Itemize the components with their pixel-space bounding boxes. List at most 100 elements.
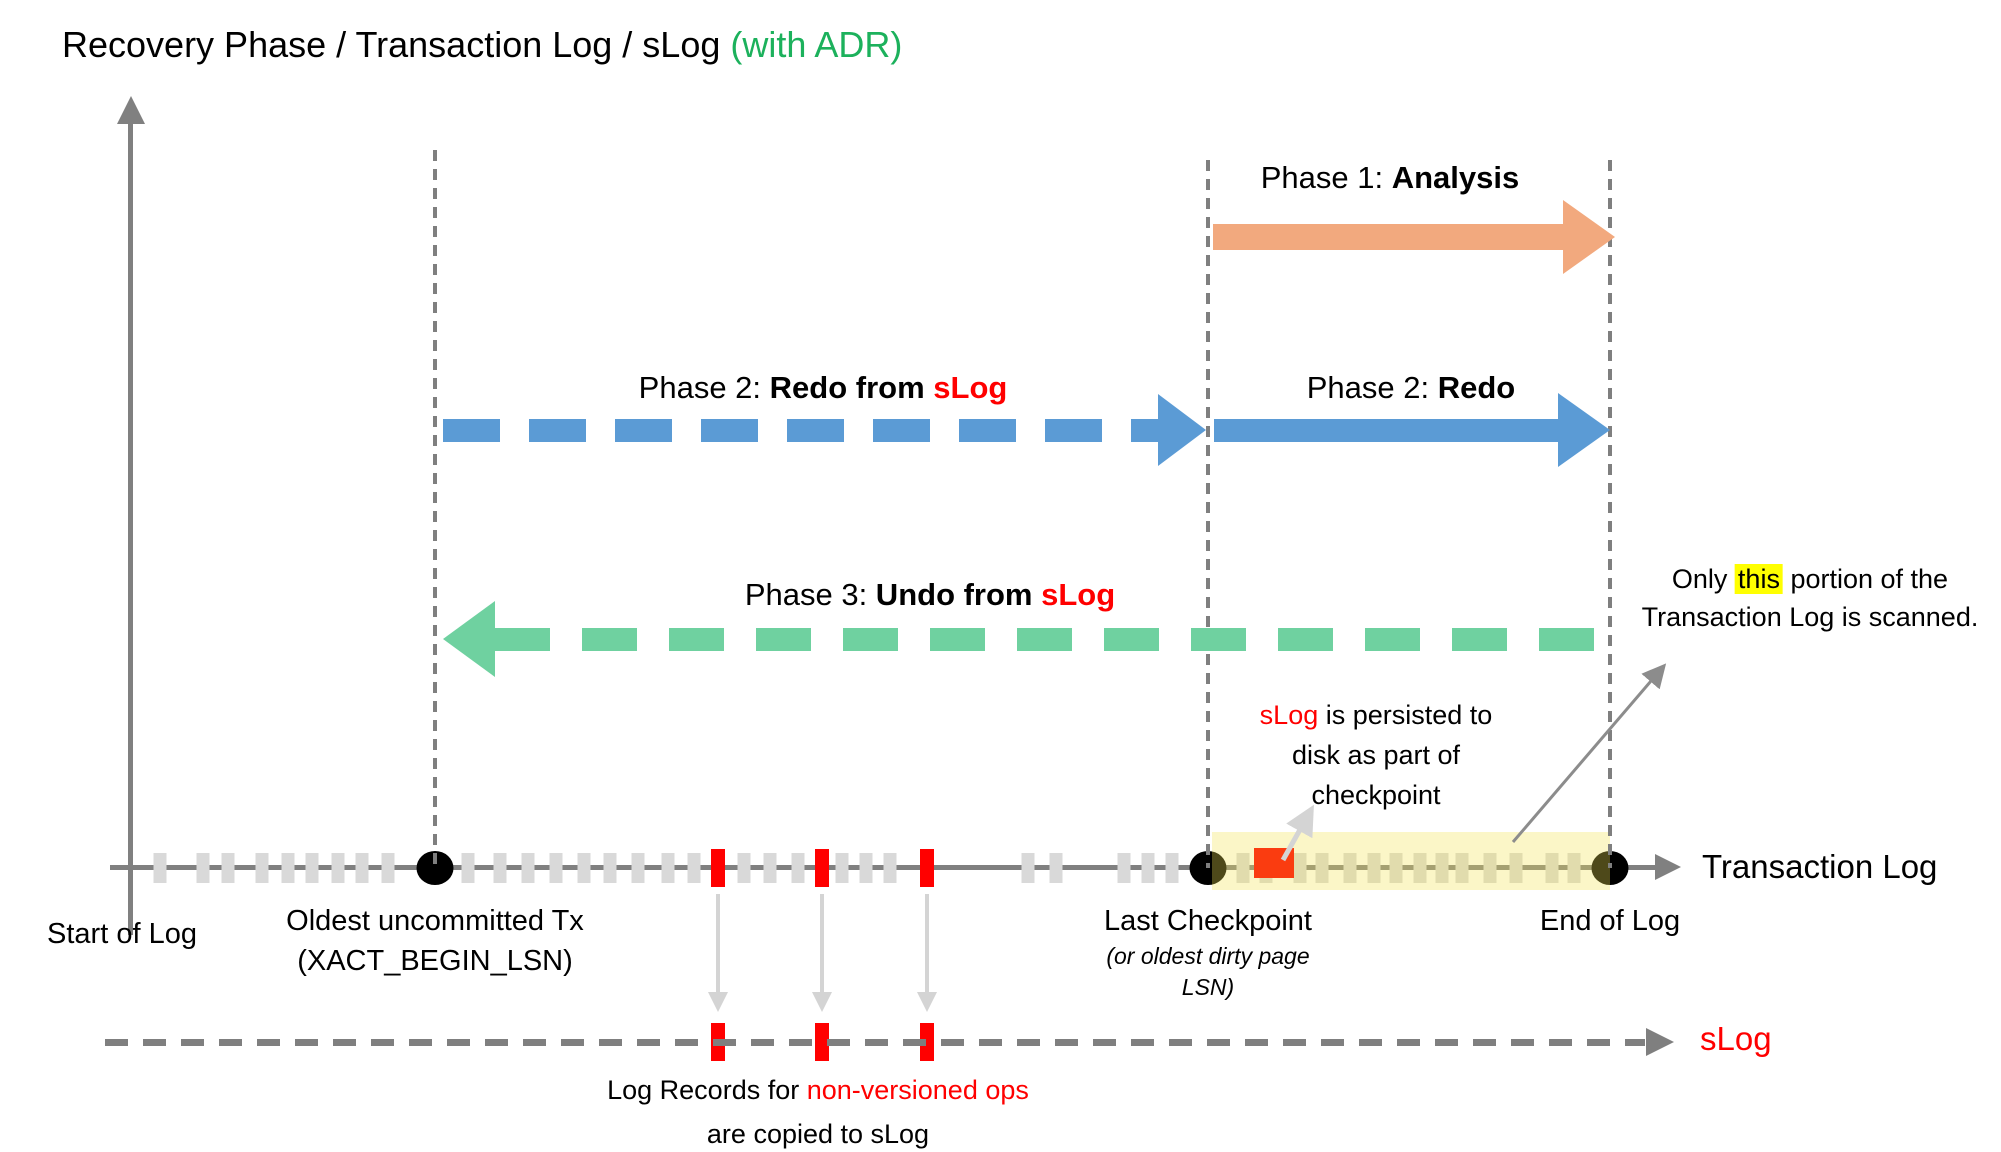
copy-to-slog-arrow — [812, 894, 832, 1012]
oldest-tx-line1: Oldest uncommitted Tx — [286, 905, 584, 937]
log-record-tick — [835, 853, 849, 883]
checkpoint-line3: LSN) — [1181, 974, 1235, 1000]
phase3-undo-from-slog-arrow — [495, 628, 1610, 651]
log-record-tick — [687, 853, 701, 883]
copy-to-slog-arrow — [917, 894, 937, 1012]
log-record-tick — [305, 853, 319, 883]
non-versioned-log-record-tick — [815, 849, 829, 887]
scan-note: Only this portion of the Transaction Log… — [1641, 560, 1979, 636]
log-record-tick — [461, 853, 475, 883]
log-record-tick — [1567, 853, 1581, 883]
log-record-tick — [1141, 853, 1155, 883]
page-title: Recovery Phase / Transaction Log / sLog … — [62, 24, 902, 66]
log-record-tick — [1413, 853, 1427, 883]
phase3-red: sLog — [1041, 577, 1116, 612]
log-record-tick — [1367, 853, 1381, 883]
phase2-redo-from-slog-arrowhead — [1158, 394, 1206, 466]
copy-arrow-line — [716, 894, 720, 992]
phase2-prefix: Phase 2: — [1306, 370, 1438, 405]
persist-note-line1: sLog is persisted to — [1260, 695, 1493, 735]
log-record-tick — [255, 853, 269, 883]
end-of-log-line — [1608, 160, 1612, 868]
slog-dashed-line — [105, 1039, 1645, 1046]
last-checkpoint-line — [1206, 160, 1210, 868]
last-checkpoint-label: Last Checkpoint (or oldest dirty page LS… — [1104, 901, 1312, 1003]
log-record-tick — [1315, 853, 1329, 883]
phase1-analysis-arrow — [1213, 224, 1563, 250]
copy-note-line1: Log Records for non-versioned ops — [607, 1068, 1029, 1112]
phase1-name: Analysis — [1391, 160, 1520, 195]
log-record-tick — [196, 853, 210, 883]
log-record-tick — [1117, 853, 1131, 883]
phase3-name: Undo from — [875, 577, 1042, 612]
oldest-uncommitted-tx-label: Oldest uncommitted Tx (XACT_BEGIN_LSN) — [286, 901, 584, 981]
phase3-prefix: Phase 3: — [744, 577, 876, 612]
copy-note: Log Records for non-versioned ops are co… — [607, 1068, 1029, 1152]
log-record-tick — [493, 853, 507, 883]
phase2-name: Redo — [1437, 370, 1516, 405]
log-record-tick — [1509, 853, 1523, 883]
title-main: Recovery Phase / Transaction Log / sLog — [62, 24, 731, 65]
transaction-log-axis-arrowhead — [1655, 854, 1681, 880]
transaction-log-axis-label: Transaction Log — [1702, 848, 1938, 885]
phase2-slog-name: Redo from — [769, 370, 934, 405]
log-record-tick — [737, 853, 751, 883]
scan-note-line1: Only this portion of the — [1642, 560, 1979, 598]
persist-note-line3: checkpoint — [1311, 780, 1441, 810]
log-record-tick — [661, 853, 675, 883]
log-record-tick — [1049, 853, 1063, 883]
title-adr-suffix: (with ADR) — [730, 24, 903, 65]
checkpoint-line1: Last Checkpoint — [1104, 905, 1312, 937]
start-of-log-label: Start of Log — [47, 918, 197, 950]
log-record-tick — [1455, 853, 1469, 883]
phase2-redo-arrowhead — [1558, 393, 1610, 467]
log-record-tick — [791, 853, 805, 883]
log-record-tick — [1236, 853, 1250, 883]
phase2-label: Phase 2: Redo — [1307, 370, 1515, 406]
copy-to-slog-arrow — [708, 894, 728, 1012]
log-record-tick — [331, 853, 345, 883]
copy-arrow-head — [812, 992, 832, 1012]
log-record-tick — [1483, 853, 1497, 883]
phase2-slog-label: Phase 2: Redo from sLog — [639, 370, 1008, 406]
scan-note-line2: Transaction Log is scanned. — [1641, 602, 1979, 632]
non-versioned-log-record-tick — [920, 849, 934, 887]
non-versioned-log-record-tick — [711, 849, 725, 887]
copy-note-red: non-versioned ops — [806, 1075, 1029, 1105]
scan-note-post: portion of the — [1782, 564, 1949, 594]
phase2-redo-arrow — [1214, 419, 1558, 442]
log-record-tick — [549, 853, 563, 883]
end-of-log-label: End of Log — [1539, 905, 1681, 937]
oldest-uncommitted-tx-line — [433, 150, 437, 868]
copy-arrow-line — [925, 894, 929, 992]
log-record-tick — [603, 853, 617, 883]
log-record-tick — [153, 853, 167, 883]
log-record-tick — [381, 853, 395, 883]
phase1-label: Phase 1: Analysis — [1261, 160, 1520, 196]
copy-arrow-line — [820, 894, 824, 992]
phase2-slog-red: sLog — [933, 370, 1008, 405]
log-record-tick — [281, 853, 295, 883]
log-record-tick — [577, 853, 591, 883]
log-record-tick — [221, 853, 235, 883]
copy-arrow-head — [708, 992, 728, 1012]
persisted-slog-marker — [1254, 848, 1294, 878]
persist-note: sLog is persisted to disk as part of che… — [1260, 695, 1493, 815]
log-record-tick — [1389, 853, 1403, 883]
log-record-tick — [631, 853, 645, 883]
y-axis-arrowhead — [117, 96, 145, 124]
log-record-tick — [521, 853, 535, 883]
y-axis-line — [128, 122, 133, 935]
copy-arrow-head — [917, 992, 937, 1012]
log-record-tick — [859, 853, 873, 883]
phase3-label: Phase 3: Undo from sLog — [745, 577, 1115, 613]
persist-note-rest: is persisted to — [1318, 700, 1493, 730]
slog-axis-label: sLog — [1700, 1020, 1772, 1057]
scan-note-highlight: this — [1734, 564, 1783, 594]
log-record-tick — [1435, 853, 1449, 883]
log-record-tick — [883, 853, 897, 883]
scan-note-pre: Only — [1671, 564, 1735, 594]
phase1-prefix: Phase 1: — [1260, 160, 1392, 195]
log-record-tick — [1545, 853, 1559, 883]
